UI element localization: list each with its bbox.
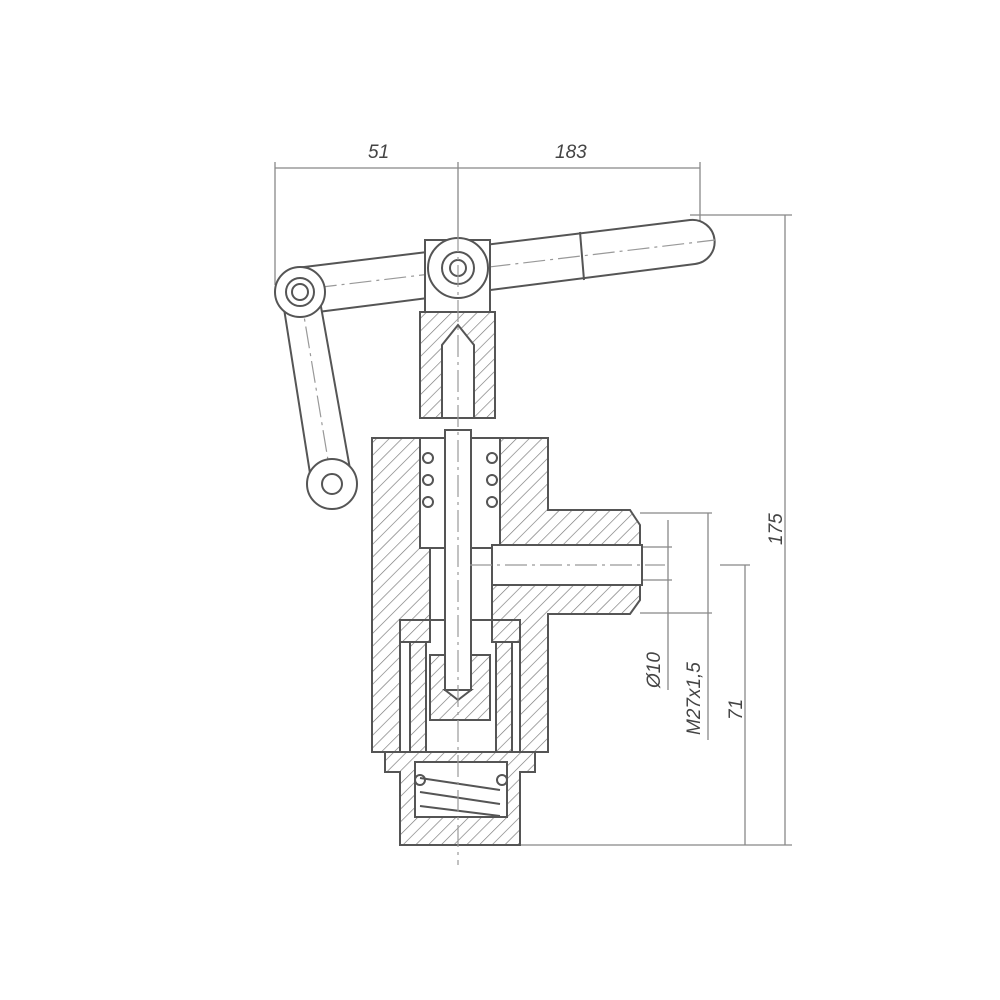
lower-pivot (306, 458, 358, 510)
dim-51: 51 (368, 142, 389, 163)
top-dimensions: 51 183 (274, 142, 701, 285)
pump-body (371, 429, 643, 756)
dim-bore: Ø10 (644, 652, 665, 689)
dim-71: 71 (726, 699, 747, 720)
dim-183: 183 (555, 142, 587, 163)
upper-pivot (274, 266, 326, 318)
dim-175: 175 (766, 513, 787, 545)
lever-handle (279, 218, 716, 316)
spring (422, 452, 498, 508)
dim-thread: M27x1,5 (684, 662, 705, 735)
bottom-cap (384, 751, 536, 846)
right-dimensions: 175 71 M27x1,5 Ø10 (460, 214, 792, 846)
link-arm (274, 266, 358, 510)
